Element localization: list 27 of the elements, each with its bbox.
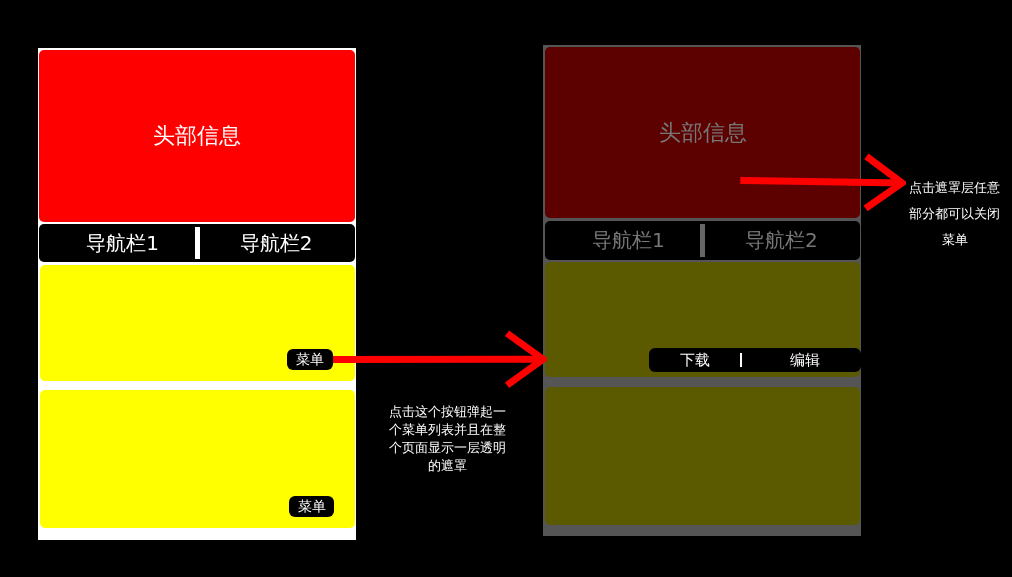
nav-tab-label: 导航栏1 xyxy=(86,230,160,257)
menu-item: 编辑 xyxy=(790,350,820,371)
button-label: 菜单 xyxy=(296,350,324,369)
content-card xyxy=(545,262,860,377)
menu-button xyxy=(289,496,334,517)
menu-item: 下载 xyxy=(680,350,710,371)
menu-button xyxy=(287,349,333,370)
header-title: 头部信息 xyxy=(153,122,241,150)
nav-tab-label: 导航栏2 xyxy=(239,230,313,257)
annotation-text: 点击遮罩层任意部分都可以关闭菜单 xyxy=(908,179,1001,249)
phone-screen xyxy=(38,48,356,540)
nav-tab-label: 导航栏1 xyxy=(592,227,665,254)
header-title: 头部信息 xyxy=(658,118,747,147)
content-card xyxy=(545,387,860,525)
nav-tab-label: 导航栏2 xyxy=(744,227,818,254)
annotation-text: 点击这个按钮弹起一个菜单列表并且在整个页面显示一层透明的遮罩 xyxy=(387,403,507,475)
arrow xyxy=(333,329,547,389)
popup-menu xyxy=(649,348,861,372)
header-panel xyxy=(545,47,860,218)
header-panel xyxy=(39,50,355,222)
content-card xyxy=(40,390,355,528)
nav-bar xyxy=(545,221,860,260)
phone-screen xyxy=(543,45,861,536)
arrow xyxy=(740,152,906,212)
nav-bar xyxy=(39,224,355,262)
button-label: 菜单 xyxy=(297,497,326,516)
content-card xyxy=(40,265,355,381)
